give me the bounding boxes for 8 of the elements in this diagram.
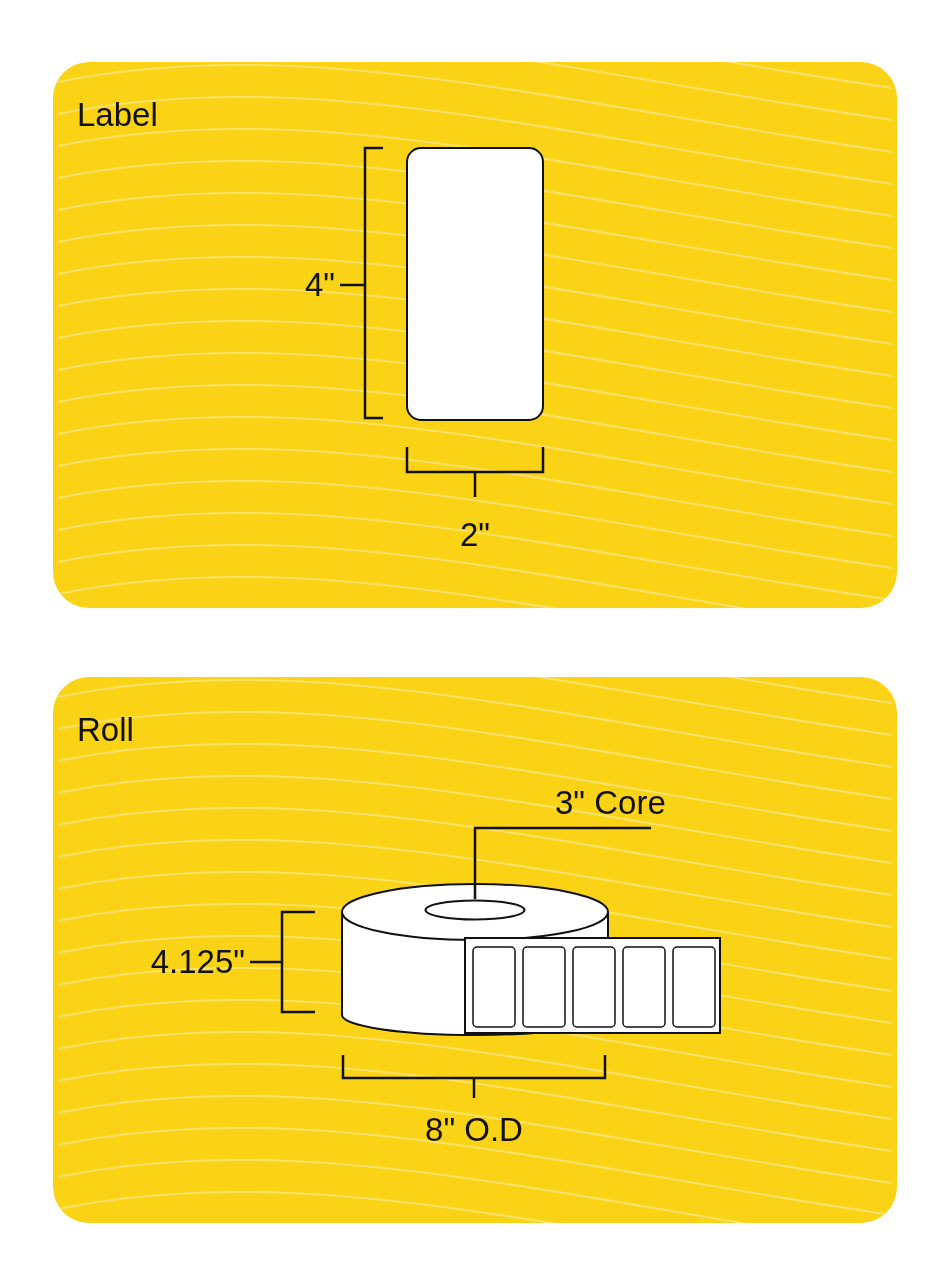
dimension-label: 2"	[459, 518, 491, 551]
leader-line	[473, 826, 651, 899]
dimension-label: 4"	[304, 268, 335, 301]
panel-title: Label	[77, 98, 158, 131]
dimension-label: 4.125"	[150, 945, 245, 978]
panel-title: Roll	[77, 713, 134, 746]
dimension-label: 8" O.D	[425, 1113, 523, 1146]
callout-text: 3" Core	[555, 786, 715, 822]
